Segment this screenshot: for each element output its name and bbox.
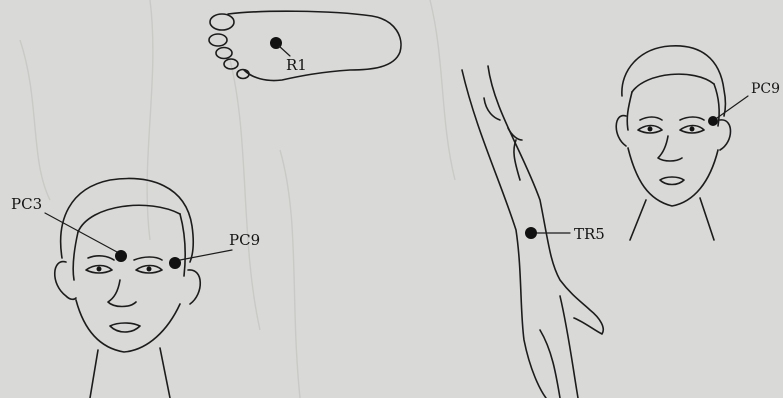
label-pc3: PC3	[11, 195, 42, 213]
label-pc9-side: PC9	[751, 81, 780, 97]
label-r1: R1	[286, 56, 307, 74]
point-pc9-side-dot	[708, 116, 718, 126]
face-front-left: PC3 PC9	[11, 179, 260, 398]
face-front-right: PC9	[616, 46, 780, 240]
background-texture	[20, 0, 455, 398]
label-pc9-front: PC9	[229, 231, 260, 249]
label-tr5: TR5	[574, 225, 605, 243]
point-pc9-front-dot	[169, 257, 181, 269]
forearm-hand: TR5	[462, 66, 605, 398]
point-tr5-dot	[525, 227, 537, 239]
foot-sole: R1	[209, 11, 401, 80]
